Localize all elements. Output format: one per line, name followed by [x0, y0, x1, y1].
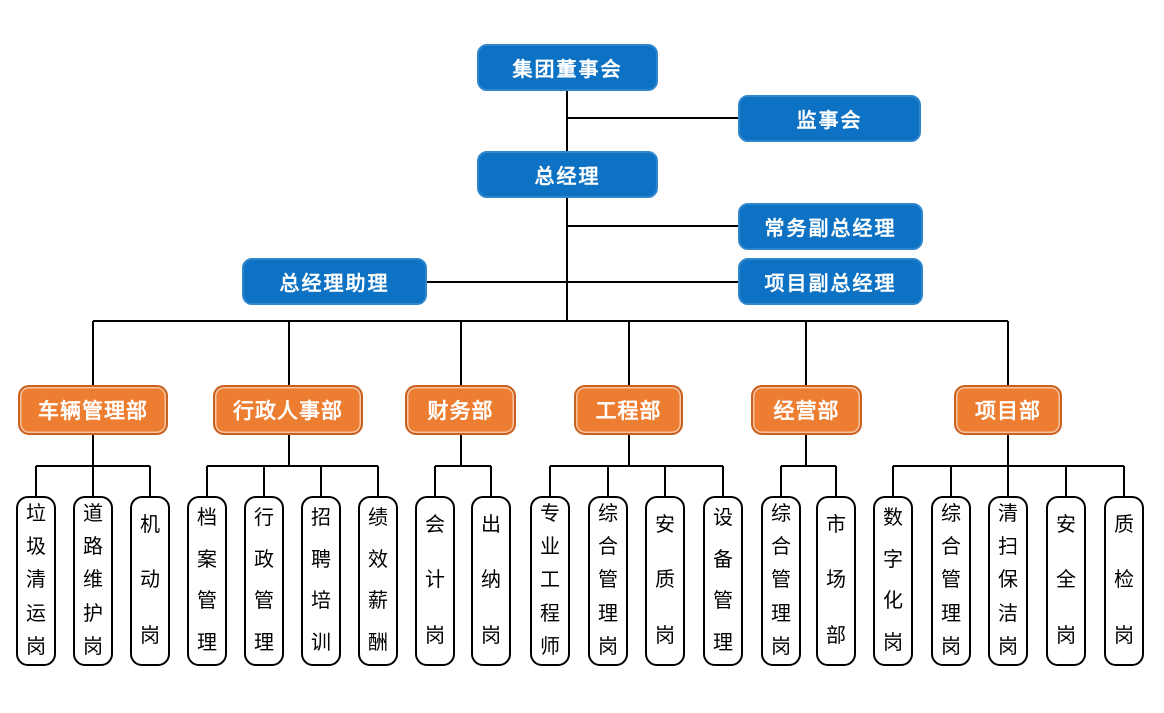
connector-line: [1007, 435, 1009, 466]
node-position-cashier: 出纳岗: [471, 496, 511, 666]
connector-line: [664, 466, 666, 496]
connector-line: [460, 435, 462, 466]
node-position-equipment: 设备管理: [703, 496, 743, 666]
connector-line: [566, 91, 568, 321]
node-position-general-management-proj: 综合管理岗: [931, 496, 971, 666]
node-group-board: 集团董事会: [477, 44, 658, 91]
node-label: 项目部: [975, 400, 1041, 423]
connector-line: [628, 321, 630, 385]
connector-line: [427, 281, 738, 283]
node-position-admin: 行政管理: [244, 496, 284, 666]
node-position-accounting: 会计岗: [415, 496, 455, 666]
connector-line: [781, 465, 836, 467]
connector-line: [805, 435, 807, 466]
node-label: 总经理助理: [279, 273, 390, 295]
connector-line: [1065, 466, 1067, 496]
node-dept-project: 项目部: [954, 385, 1062, 435]
connector-line: [288, 321, 290, 385]
connector-line: [567, 117, 738, 119]
node-executive-deputy-gm: 常务副总经理: [738, 203, 923, 250]
connector-line: [835, 466, 837, 496]
node-position-professional-engineer: 专业工程师: [530, 496, 570, 666]
connector-line: [35, 466, 37, 496]
node-dept-engineering: 工程部: [574, 385, 683, 435]
connector-line: [892, 466, 894, 496]
connector-line: [550, 465, 723, 467]
node-gm-assistant: 总经理助理: [242, 258, 427, 305]
node-label: 工程部: [595, 400, 662, 423]
connector-line: [377, 466, 379, 496]
connector-line: [435, 465, 491, 467]
connector-line: [1007, 321, 1009, 385]
node-position-quality-inspection: 质检岗: [1104, 496, 1144, 666]
connector-line: [92, 435, 94, 466]
connector-line: [950, 466, 952, 496]
node-position-recruit-training: 招聘培训: [301, 496, 341, 666]
node-dept-operations: 经营部: [751, 385, 862, 435]
connector-line: [567, 225, 738, 227]
node-dept-finance: 财务部: [405, 385, 516, 435]
node-position-digitalization: 数字化岗: [873, 496, 913, 666]
node-label: 车辆管理部: [38, 400, 148, 423]
node-position-market: 市场部: [816, 496, 856, 666]
node-label: 经营部: [773, 400, 840, 423]
connector-line: [805, 321, 807, 385]
connector-line: [93, 320, 1008, 322]
node-label: 总经理: [534, 166, 601, 188]
node-position-archives: 档案管理: [187, 496, 227, 666]
node-label: 常务副总经理: [764, 218, 897, 240]
connector-line: [1123, 466, 1125, 496]
connector-line: [549, 466, 551, 496]
node-label: 行政人事部: [233, 400, 343, 423]
node-position-performance-pay: 绩效薪酬: [358, 496, 398, 666]
connector-line: [722, 466, 724, 496]
node-project-deputy-gm: 项目副总经理: [738, 258, 923, 305]
node-position-cleaning: 清扫保洁岗: [988, 496, 1028, 666]
node-position-general-management-eng: 综合管理岗: [588, 496, 628, 666]
connector-line: [434, 466, 436, 496]
node-label: 集团董事会: [512, 59, 623, 81]
connector-line: [893, 465, 1124, 467]
node-position-general-management-ops: 综合管理岗: [761, 496, 801, 666]
node-label: 项目副总经理: [764, 273, 897, 295]
node-supervisory-board: 监事会: [738, 95, 921, 142]
node-general-manager: 总经理: [477, 151, 658, 198]
connector-line: [288, 435, 290, 466]
connector-line: [490, 466, 492, 496]
node-dept-admin-hr: 行政人事部: [213, 385, 363, 435]
connector-line: [320, 466, 322, 496]
node-position-safety-quality: 安质岗: [645, 496, 685, 666]
connector-line: [780, 466, 782, 496]
connector-line: [263, 466, 265, 496]
connector-line: [628, 435, 630, 466]
connector-line: [149, 466, 151, 496]
connector-line: [206, 466, 208, 496]
connector-line: [92, 466, 94, 496]
node-position-road-maintenance: 道路维护岗: [73, 496, 113, 666]
node-dept-vehicle-management: 车辆管理部: [18, 385, 168, 435]
node-position-safety: 安全岗: [1046, 496, 1086, 666]
node-position-mobile: 机动岗: [130, 496, 170, 666]
connector-line: [1007, 466, 1009, 496]
node-label: 监事会: [796, 110, 863, 132]
connector-line: [207, 465, 378, 467]
connector-line: [460, 321, 462, 385]
node-label: 财务部: [427, 400, 494, 423]
connector-line: [607, 466, 609, 496]
node-position-garbage-removal: 垃圾清运岗: [16, 496, 56, 666]
connector-line: [92, 321, 94, 385]
